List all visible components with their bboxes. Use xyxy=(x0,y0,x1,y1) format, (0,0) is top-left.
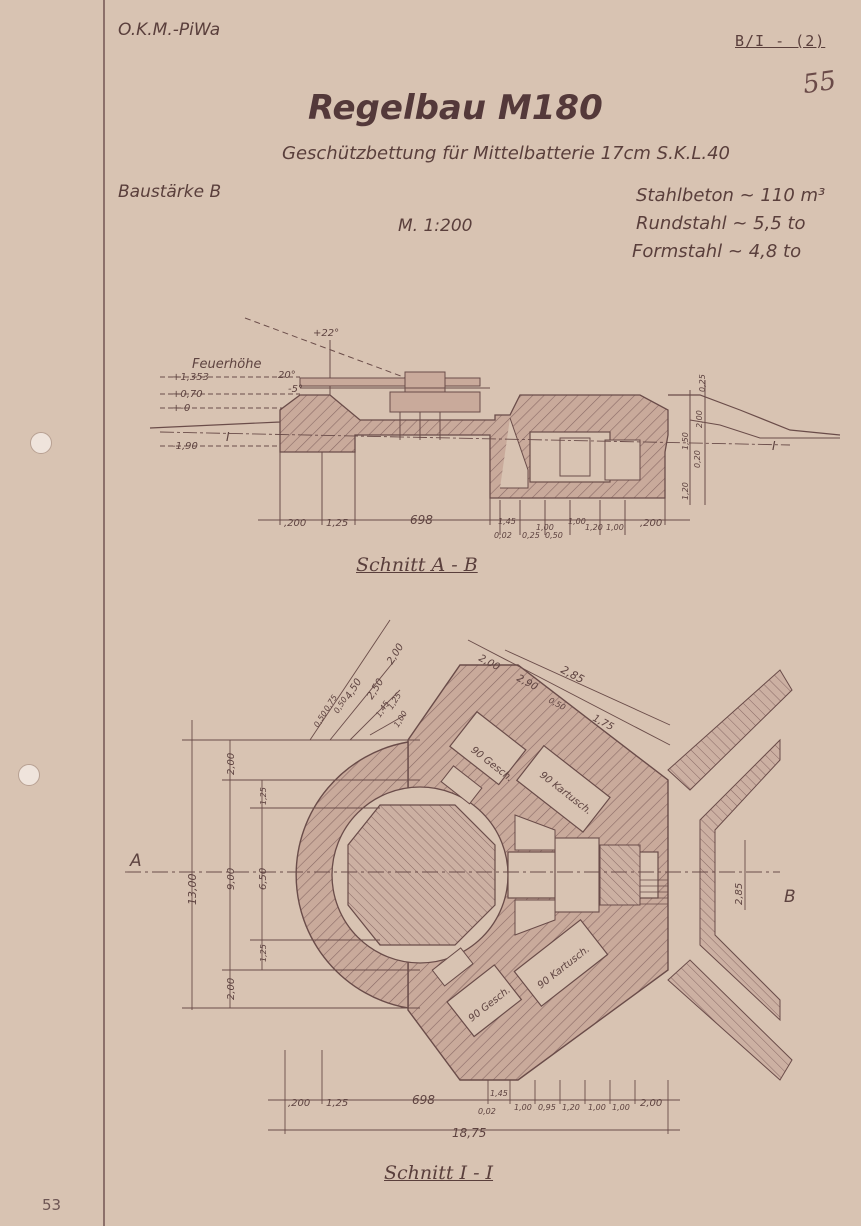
scale-label: M. 1:200 xyxy=(398,216,473,236)
origin-label: O.K.M.-PiWa xyxy=(118,20,221,40)
cut-mark-left: I xyxy=(226,430,230,444)
plan-dim-b-9: 1,00 xyxy=(588,1103,606,1112)
plan-dim-b-5: 0,02 xyxy=(478,1107,496,1116)
angle-label-2: 20° xyxy=(278,370,296,381)
plan-dim-diag-9: 1,00 xyxy=(392,709,409,729)
ab-right-dim-4: 0,20 xyxy=(693,450,702,468)
ab-small-dim-7: 1,00 xyxy=(606,523,624,532)
plan-dim-v-1: 2,00 xyxy=(226,753,237,775)
ab-small-dim-2: 0,25 xyxy=(522,531,540,540)
sheet-reference: B/I - (2) xyxy=(735,32,826,50)
section-ab-labels: Feuerhöhe +1,353 +0,70 +-0 -1,90 +22° 20… xyxy=(172,328,776,540)
angle-label-1: +22° xyxy=(313,328,339,339)
angle-label-3: -5° xyxy=(288,384,303,395)
plan-dim-b-3: 698 xyxy=(412,1093,435,1107)
page-number: 53 xyxy=(42,1196,62,1214)
plan-dim-v-4: 6,50 xyxy=(258,868,269,890)
cut-mark-right: I xyxy=(772,439,776,453)
plan-dim-b-8: 1,20 xyxy=(562,1103,580,1112)
plan-dim-total-height: 13,00 xyxy=(186,874,199,906)
plan-dim-diag-2: 2,00 xyxy=(385,642,406,667)
plan-dim-diag-3: 2,50 xyxy=(365,677,386,702)
punch-hole-bottom xyxy=(18,764,40,786)
ab-right-dim-1: 0,25 xyxy=(698,374,707,392)
plan-dim-b-6: 1,00 xyxy=(514,1103,532,1112)
plan-dim-top-3: 2,85 xyxy=(559,663,587,686)
elevation-label-2: +0,70 xyxy=(172,389,203,400)
plan-dim-diag-5: 1,25 xyxy=(386,691,403,711)
ab-dim-2: 1,25 xyxy=(326,518,348,529)
ab-small-dim-1: 1,45 xyxy=(498,517,516,526)
plan-dim-b-10: 1,00 xyxy=(612,1103,630,1112)
elevation-label-3: +-0 xyxy=(172,403,190,414)
plan-dim-v-3: 9,00 xyxy=(226,868,237,890)
plan-dim-right: 2,85 xyxy=(734,883,745,905)
ab-small-dim-6: 1,20 xyxy=(585,523,603,532)
construction-strength: Baustärke B xyxy=(118,182,222,202)
ab-dim-4: ,200 xyxy=(640,518,662,529)
drawing-subtitle: Geschützbettung für Mittelbatterie 17cm … xyxy=(282,143,731,164)
plan-dim-v-5: 1,25 xyxy=(259,944,268,962)
ab-right-dim-2: 1,50 xyxy=(681,432,690,450)
ab-right-dim-5: 1,20 xyxy=(681,482,690,500)
material-reinforced-concrete: Stahlbeton ~ 110 m³ xyxy=(636,185,826,206)
plan-dim-total-width: 18,75 xyxy=(452,1126,486,1140)
section-ii-caption: Schnitt I - I xyxy=(384,1162,494,1184)
side-label-a: A xyxy=(129,851,142,871)
plan-dim-b-1: ,200 xyxy=(288,1098,310,1109)
material-round-steel: Rundstahl ~ 5,5 to xyxy=(636,213,806,234)
ab-small-dim-3: 0,50 xyxy=(545,531,563,540)
ab-dim-3: 698 xyxy=(410,513,433,527)
plan-dim-diag-1: 4,50 xyxy=(343,677,364,702)
drawing-title: Regelbau M180 xyxy=(308,88,603,128)
section-ab-drawing xyxy=(149,317,841,535)
plan-dim-b-11: 2,00 xyxy=(640,1098,662,1109)
side-label-b: B xyxy=(784,887,796,907)
section-ii-drawing xyxy=(125,619,793,1134)
fire-height-label: Feuerhöhe xyxy=(192,357,262,372)
elevation-label-4: -1,90 xyxy=(172,441,198,452)
elevation-label-1: +1,353 xyxy=(172,372,209,383)
ab-small-dim-4: 1,00 xyxy=(536,523,554,532)
plan-dim-b-4: 1,45 xyxy=(490,1089,508,1098)
ab-small-dim-8: 0,02 xyxy=(494,531,512,540)
plan-dim-v-2: 1,25 xyxy=(259,787,268,805)
ab-right-dim-3: 2,00 xyxy=(695,410,704,428)
ab-small-dim-5: 1,00 xyxy=(568,517,586,526)
punch-hole-top xyxy=(30,432,52,454)
material-profile-steel: Formstahl ~ 4,8 to xyxy=(632,241,802,262)
plan-dim-b-7: 0,95 xyxy=(538,1103,556,1112)
plan-dim-v-6: 2,00 xyxy=(226,978,237,1000)
plan-dim-b-2: 1,25 xyxy=(326,1098,348,1109)
section-ab-caption: Schnitt A - B xyxy=(356,554,478,576)
ab-dim-1: ,200 xyxy=(284,518,306,529)
